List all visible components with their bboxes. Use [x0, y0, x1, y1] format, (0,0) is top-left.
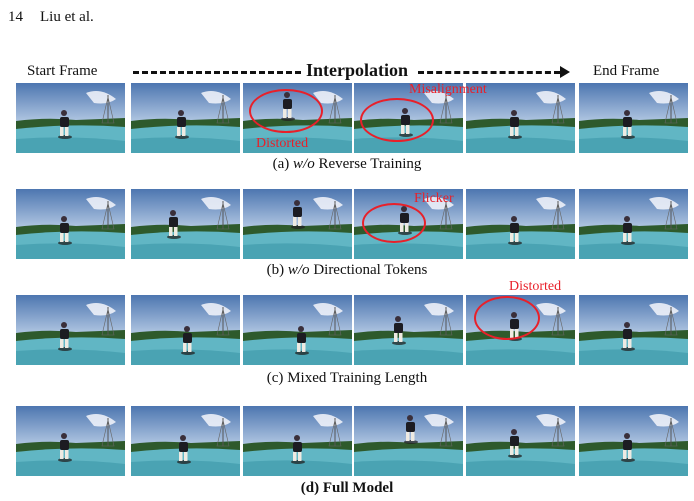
caption-a-prefix: (a) — [272, 156, 290, 172]
caption-a-italic: w/o — [293, 156, 315, 172]
caption-d: (d) Full Model — [0, 480, 694, 497]
interpolation-label: Interpolation — [306, 60, 409, 80]
frame-row-a-col-1 — [16, 83, 125, 153]
caption-a: (a) w/o Reverse Training — [0, 156, 694, 173]
frame-row-d-col-2 — [131, 406, 240, 476]
frame-row-a-col-6 — [579, 83, 688, 153]
start-frame-label: Start Frame — [27, 63, 98, 79]
frame-row-c-col-4 — [354, 295, 463, 365]
frame-row-b-col-1 — [16, 189, 125, 259]
frame-row-d-col-4 — [354, 406, 463, 476]
annotation-distorted-c: Distorted — [509, 279, 562, 294]
interpolation-arrow-right — [418, 71, 560, 74]
running-header: Liu et al. — [40, 9, 94, 25]
caption-b-prefix: (b) — [266, 262, 285, 278]
caption-d-text: Full Model — [322, 480, 394, 496]
frame-row-b-col-3 — [243, 189, 352, 259]
page-number: 14 — [8, 9, 23, 25]
end-frame-label: End Frame — [593, 63, 660, 79]
frame-row-b-col-6 — [579, 189, 688, 259]
caption-c: (c) Mixed Training Length — [0, 370, 694, 387]
frame-row-c-col-3 — [243, 295, 352, 365]
frame-row-b-col-5 — [466, 189, 575, 259]
frame-row-a-col-5 — [466, 83, 575, 153]
annotation-flicker: Flicker — [414, 191, 454, 206]
caption-b: (b) w/o Directional Tokens — [0, 262, 694, 279]
caption-b-italic: w/o — [287, 262, 310, 278]
frame-row-d-col-1 — [16, 406, 125, 476]
interpolation-arrow-left — [133, 71, 301, 74]
annotation-misalignment: Misalignment — [409, 82, 487, 97]
caption-a-text: Reverse Training — [318, 156, 422, 172]
frame-row-b-col-2 — [131, 189, 240, 259]
caption-c-text: Mixed Training Length — [287, 370, 428, 386]
caption-d-prefix: (d) — [300, 480, 320, 496]
caption-b-text: Directional Tokens — [313, 262, 428, 278]
arrow-head-icon — [560, 66, 570, 78]
frame-row-a-col-2 — [131, 83, 240, 153]
frame-row-c-col-1 — [16, 295, 125, 365]
annotation-ellipse-flicker — [362, 203, 426, 243]
frame-row-d-col-5 — [466, 406, 575, 476]
annotation-ellipse-distorted-c — [474, 296, 540, 340]
annotation-ellipse-distorted-a — [249, 89, 323, 133]
frame-row-d-col-3 — [243, 406, 352, 476]
caption-c-prefix: (c) — [266, 370, 284, 386]
frame-row-c-col-6 — [579, 295, 688, 365]
annotation-distorted-a: Distorted — [256, 136, 309, 151]
frame-row-c-col-2 — [131, 295, 240, 365]
frame-row-d-col-6 — [579, 406, 688, 476]
annotation-ellipse-misalignment — [360, 98, 434, 142]
